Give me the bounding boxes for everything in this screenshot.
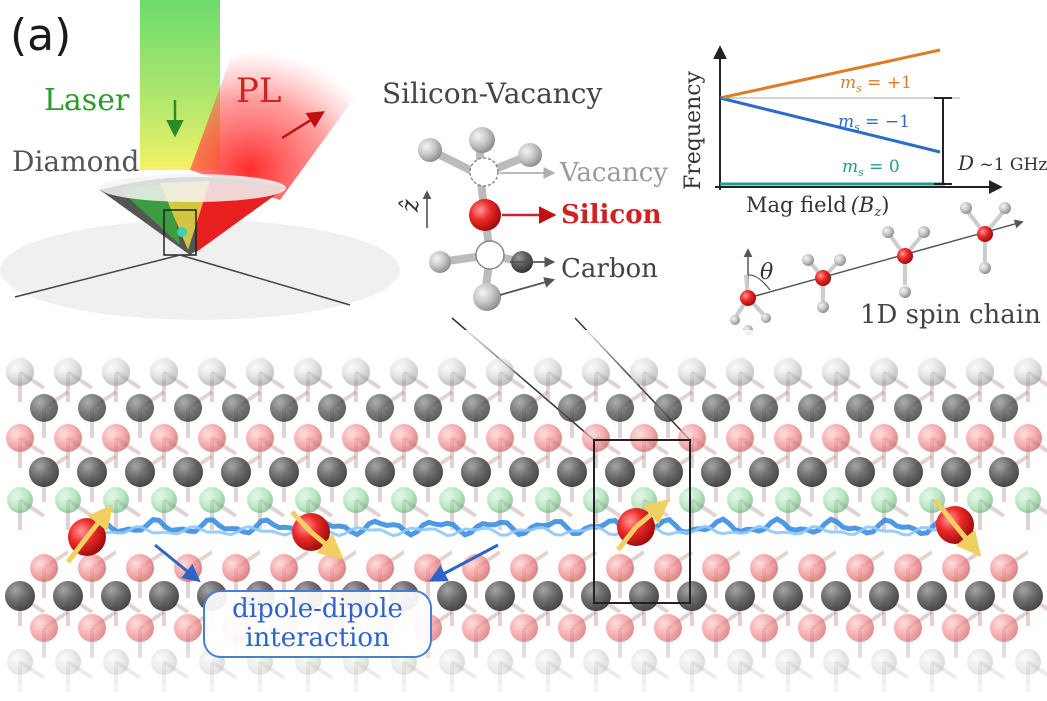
label-ms-0: ms = 0: [842, 157, 900, 179]
sv-molecule: ẑ: [396, 127, 557, 311]
spin-chain-sketch: θ: [730, 202, 1024, 335]
gap-label: D ~1 GHz: [957, 151, 1047, 175]
diamond-shadow: [0, 220, 400, 320]
dipole-interaction-callout: dipole-dipole interaction: [203, 590, 432, 658]
carbon-atom: [802, 254, 814, 266]
label-ms-minus1-sub: s: [854, 121, 860, 134]
carbon-atom: [429, 251, 451, 273]
branch-ms-minus1: [719, 96, 941, 154]
label-ms-plus1: ms = +1: [840, 73, 912, 95]
zoom-line-left: [14, 254, 181, 298]
carbon-atom: [817, 301, 829, 313]
silicon-atom: [977, 226, 993, 242]
zoom-line-right: [179, 254, 351, 306]
diamond-top-face: [100, 174, 286, 202]
label-ms-plus1-m: m: [840, 73, 856, 93]
diamond-setup: [0, 0, 400, 320]
energy-level-plot: Frequency Mag field(Bz) ms = +1 ms = −1 …: [681, 45, 1047, 220]
label-ms-minus1-m: m: [838, 112, 854, 132]
silicon-vacancy-title: Silicon-Vacancy: [382, 77, 603, 110]
gap-value: ~1 GHz: [974, 155, 1047, 175]
silicon-atom: [469, 199, 501, 231]
carbon-atom: [979, 262, 991, 274]
carbon-atom: [899, 286, 911, 298]
carbon-atom: [761, 313, 771, 323]
z-axis-label: ẑ: [396, 199, 424, 213]
laser-label: Laser: [44, 83, 130, 118]
carbon-atom: [518, 143, 542, 167]
lattice-fade: [0, 330, 1047, 701]
carbon-atom: [918, 226, 930, 238]
silicon-atom: [740, 290, 756, 306]
carbon-label: Carbon: [561, 254, 658, 284]
chain-axis: [747, 219, 1024, 299]
chain-molecule: [802, 254, 846, 313]
branch-ms-plus1: [719, 48, 941, 100]
vacancy-label: Vacancy: [560, 158, 668, 188]
carbon-atom: [960, 202, 972, 214]
spin-chain-label: 1D spin chain: [860, 300, 1041, 330]
pl-arrow: [281, 111, 325, 140]
label-ms-0-m: m: [842, 157, 858, 177]
silicon-atom: [815, 270, 831, 286]
vacancy-site: [469, 157, 499, 187]
carbon-atom: [834, 254, 846, 266]
carbon-arrow-2: [499, 277, 556, 296]
dipole-label-line2: interaction: [245, 623, 390, 653]
carbon-atom: [473, 283, 501, 311]
theta-label: θ: [760, 260, 773, 285]
plot-ylabel: Frequency: [681, 70, 706, 190]
theta-arc: [747, 274, 771, 291]
diamond-label: Diamond: [12, 145, 140, 178]
plot-xlabel-symbol: (B: [851, 193, 875, 217]
carbon-atom: [999, 202, 1011, 214]
label-ms-0-sub: s: [858, 166, 864, 179]
panel-label: (a): [10, 10, 72, 61]
label-ms-0-value: = 0: [864, 157, 900, 177]
pl-emission: [190, 50, 360, 200]
gap-symbol: D: [957, 151, 974, 175]
plot-xlabel-close: ): [881, 193, 889, 217]
label-ms-plus1-value: = +1: [862, 73, 912, 93]
silicon-label: Silicon: [561, 200, 662, 230]
plot-xlabel: Mag field(Bz): [746, 193, 889, 220]
chain-molecule: [882, 226, 930, 298]
plot-xlabel-text: Mag field: [746, 193, 847, 217]
vacancy-site: [475, 240, 505, 270]
label-ms-minus1-value: = −1: [860, 112, 910, 132]
chain-molecule: [960, 202, 1011, 274]
label-ms-plus1-sub: s: [856, 82, 862, 95]
dipole-label-line1: dipole-dipole: [232, 594, 403, 624]
diamond-defect-dot: [177, 227, 187, 237]
carbon-atom: [882, 226, 894, 238]
carbon-atom: [418, 138, 442, 162]
silicon-atom: [897, 248, 913, 264]
pl-label: PL: [236, 71, 282, 111]
carbon-atom: [469, 127, 495, 153]
plot-xlabel-sub: z: [873, 205, 881, 220]
label-ms-minus1: ms = −1: [838, 112, 910, 134]
carbon-atom: [730, 315, 740, 325]
